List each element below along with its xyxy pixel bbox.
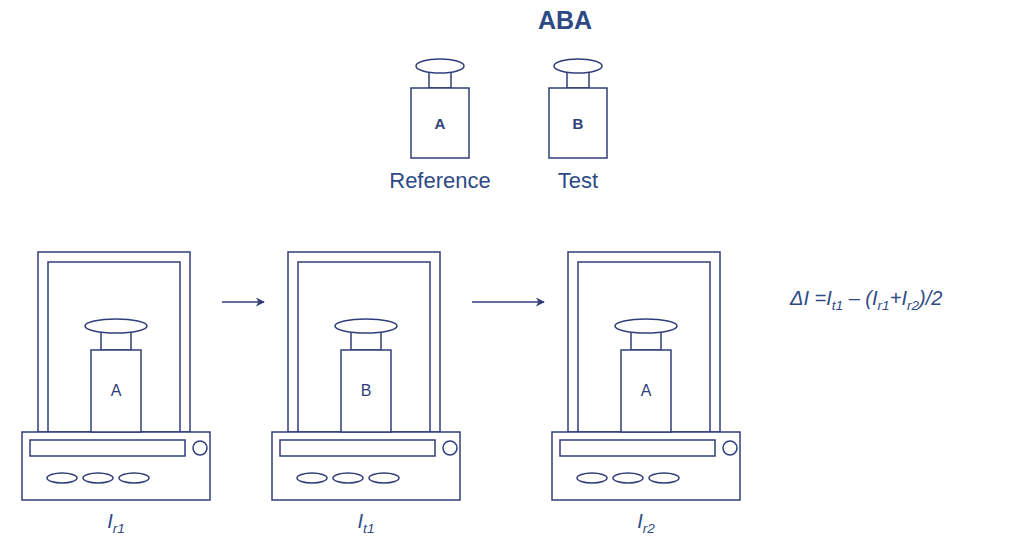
weight-outline [548,58,608,158]
balance-button [83,473,113,483]
weight-outline [84,318,148,432]
balance-display [560,440,715,456]
weight-knob [416,59,464,73]
sequence-arrow [472,301,544,303]
weight-neck [101,332,131,350]
balance-draft-shield [38,252,190,432]
balance-knob [193,441,207,455]
reading-label: Ir2 [637,510,655,533]
balance-button [333,473,363,483]
weight-knob [615,319,677,333]
diagram-title: ABA [538,6,592,35]
reading-label: It1 [358,510,375,533]
balance-chamber [578,262,710,432]
weight-role-label: Test [558,168,598,194]
weight-letter: A [641,382,652,400]
weight-role-label: Reference [389,168,491,194]
weight-neck [429,72,451,88]
analytical-balance: AIr1 [22,252,210,500]
balance-knob [443,441,457,455]
mass-weight: B [334,318,398,432]
balance-display [30,440,185,456]
weight-knob [554,59,602,73]
weight-body [411,88,469,158]
weight-letter: B [361,382,372,400]
mass-weight: BTest [548,58,608,158]
balance-chamber [298,262,430,432]
weight-knob [335,319,397,333]
balance-button [369,473,399,483]
balance-button [649,473,679,483]
balance-draft-shield [568,252,720,432]
balance-button [119,473,149,483]
sequence-arrow [222,301,264,303]
balance-base [552,432,740,500]
balance-display [280,440,435,456]
balance-button [47,473,77,483]
weight-neck [631,332,661,350]
weight-outline [410,58,470,158]
balance-button [577,473,607,483]
weight-outline [614,318,678,432]
weight-outline [334,318,398,432]
mass-weight: A [84,318,148,432]
weight-knob [85,319,147,333]
balance-chamber [48,262,180,432]
balance-base [272,432,460,500]
balance-draft-shield [288,252,440,432]
difference-formula: ΔI =It1 – (Ir1+Ir2)/2 [790,287,942,310]
mass-weight: AReference [410,58,470,158]
balance-button [613,473,643,483]
weight-letter: B [573,115,584,132]
weight-body [549,88,607,158]
analytical-balance: BIt1 [272,252,460,500]
reading-label: Ir1 [107,510,125,533]
analytical-balance: AIr2 [552,252,740,500]
weight-neck [351,332,381,350]
mass-weight: A [614,318,678,432]
weight-body [621,350,671,432]
balance-base [22,432,210,500]
weight-neck [567,72,589,88]
balance-knob [723,441,737,455]
weight-body [91,350,141,432]
weight-letter: A [111,382,122,400]
weight-letter: A [435,115,446,132]
weight-body [341,350,391,432]
balance-button [297,473,327,483]
